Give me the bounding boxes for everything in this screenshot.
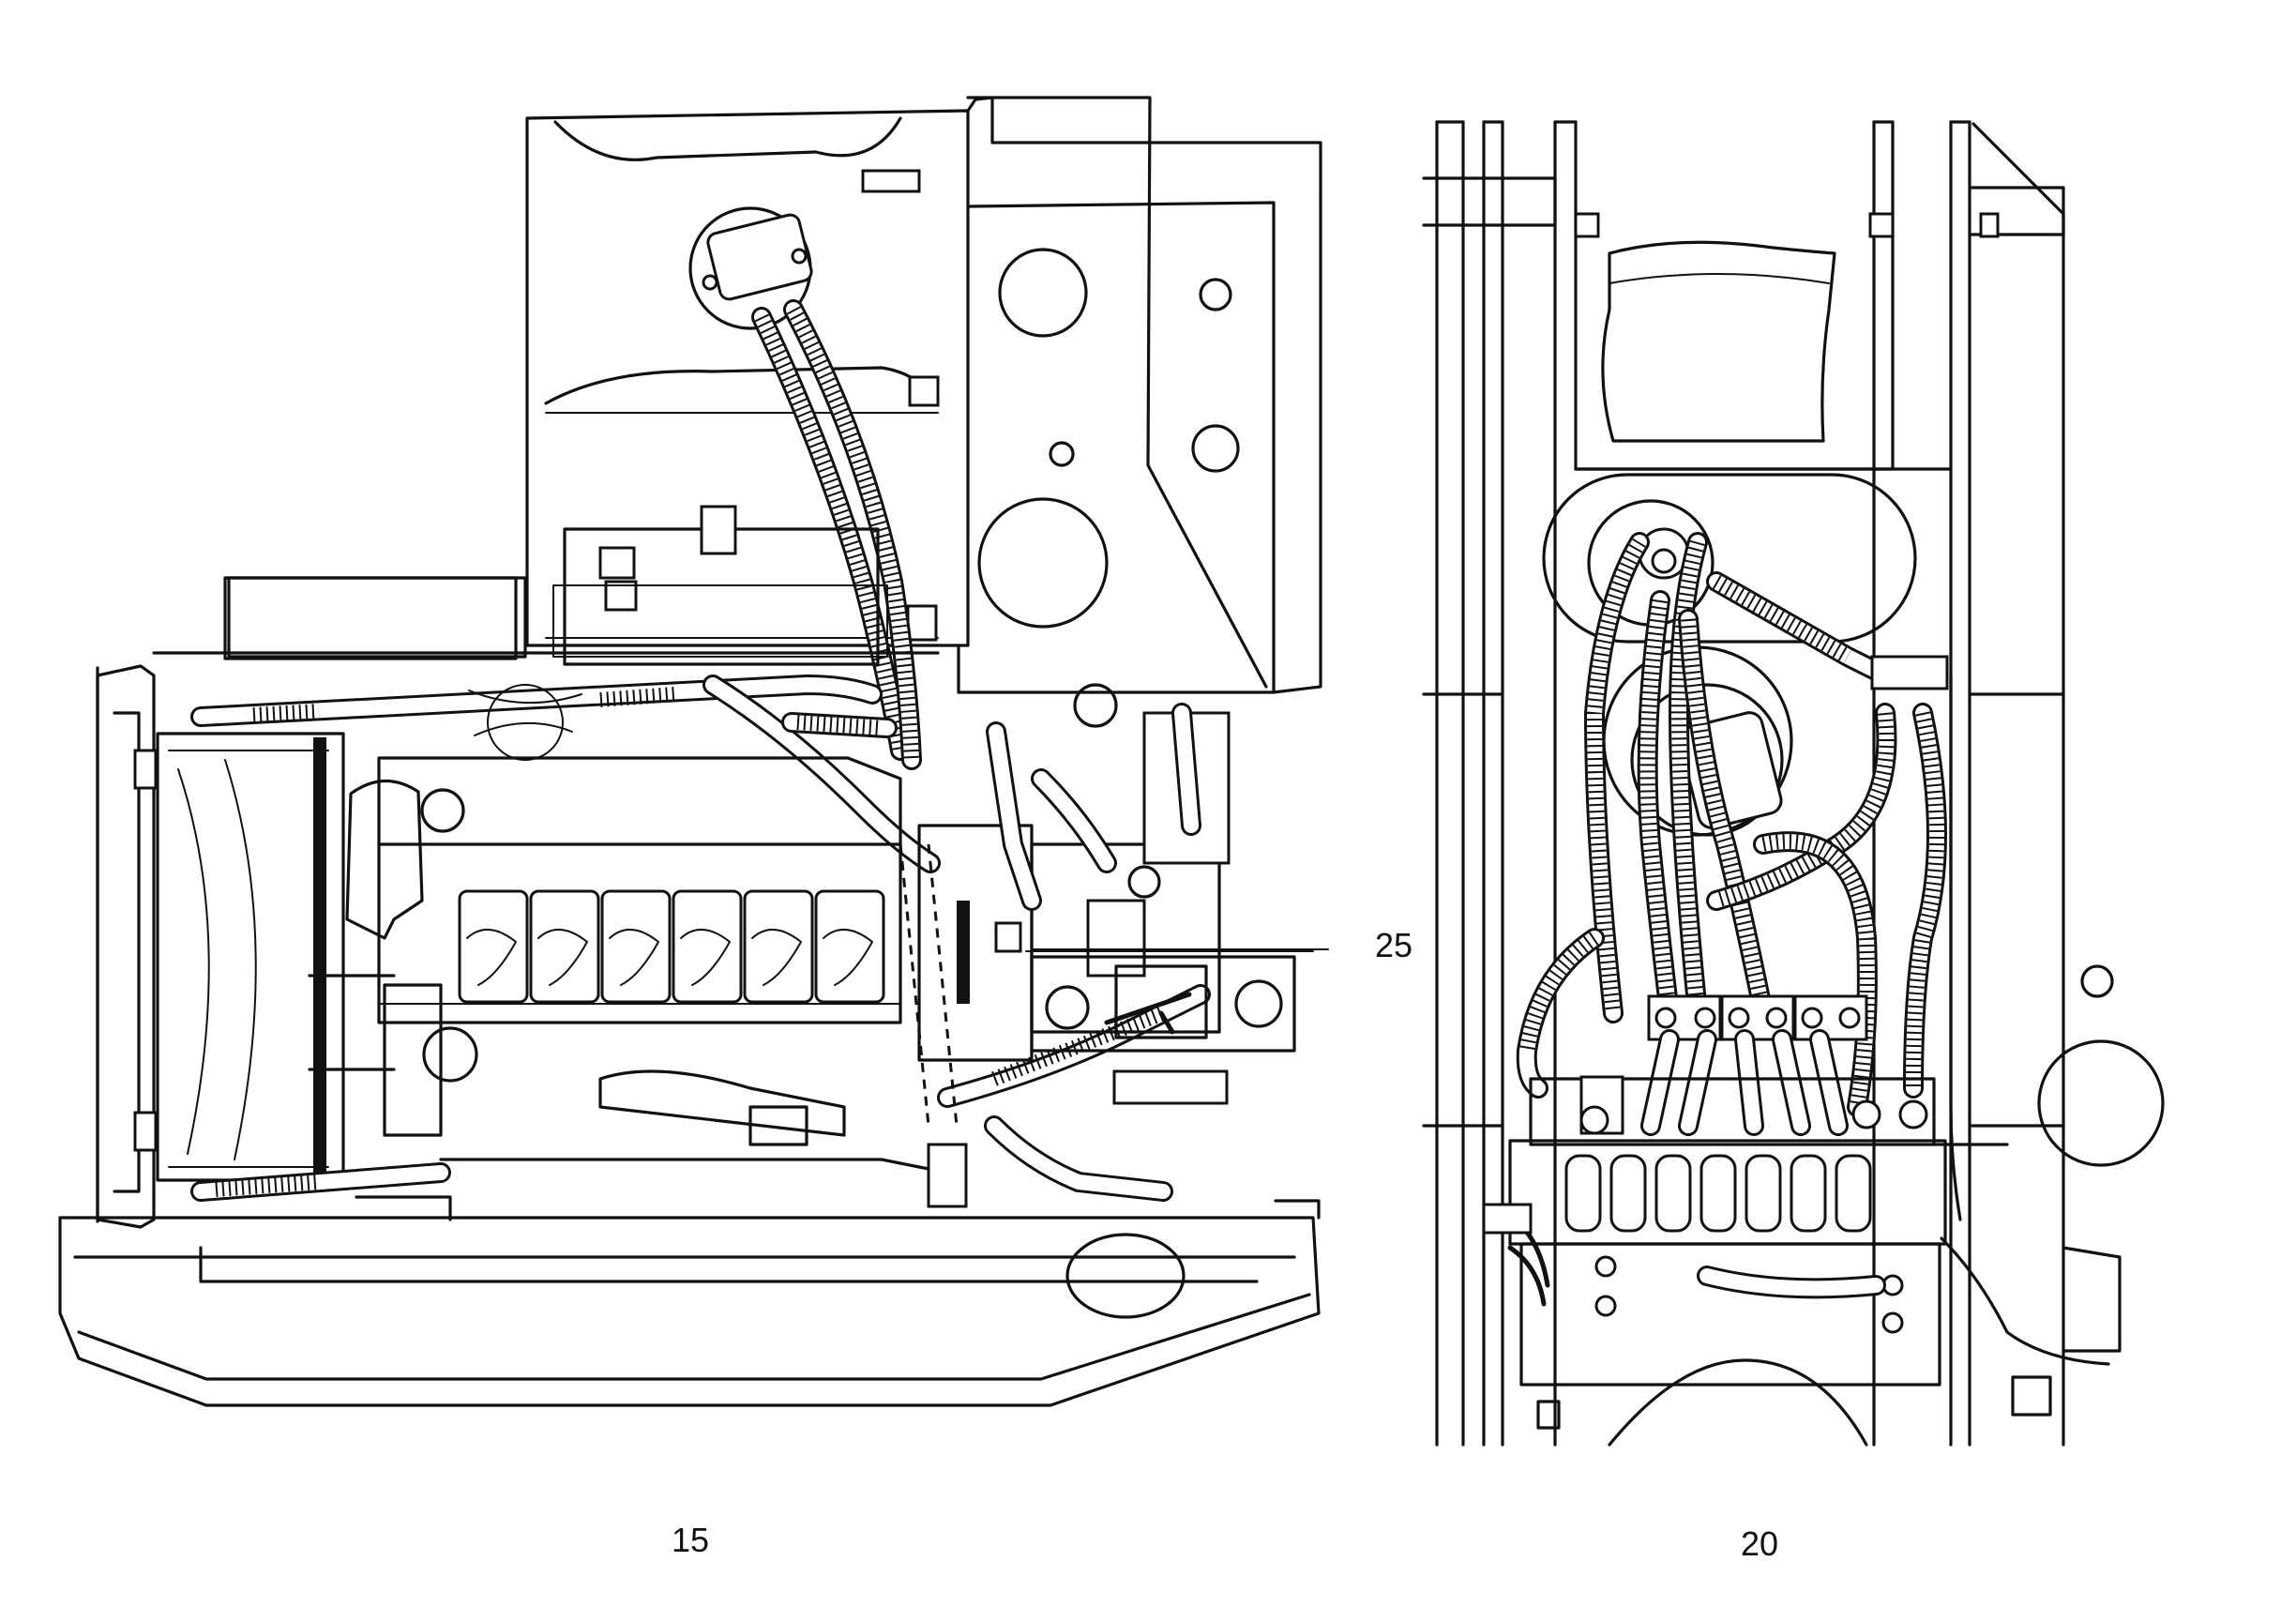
figure-caption-right: 20	[1741, 1524, 1779, 1563]
engine-cylinders	[458, 889, 885, 1004]
callout-25: 25	[1375, 926, 1413, 964]
valve-bank-left	[552, 505, 888, 666]
left-view-drawing	[58, 96, 1329, 1407]
main-hoses	[751, 299, 922, 770]
right-side-details	[1536, 964, 2165, 1447]
hose-flange-top	[688, 206, 813, 330]
pump-assembly	[917, 683, 1314, 1105]
right-view-drawing	[1422, 120, 2165, 1447]
manifold-blocks	[1640, 994, 1868, 1136]
engine-block	[308, 756, 902, 1146]
braided-hoses	[1516, 532, 1962, 1221]
chassis-frame	[58, 576, 1321, 1407]
upper-pipes	[190, 675, 941, 873]
figure-caption-left: 15	[672, 1521, 710, 1559]
upper-tank	[1574, 240, 1895, 471]
engine-bay-block	[957, 96, 1322, 694]
valve-bank-right	[1482, 1075, 2110, 1387]
cab-housing	[525, 109, 970, 647]
